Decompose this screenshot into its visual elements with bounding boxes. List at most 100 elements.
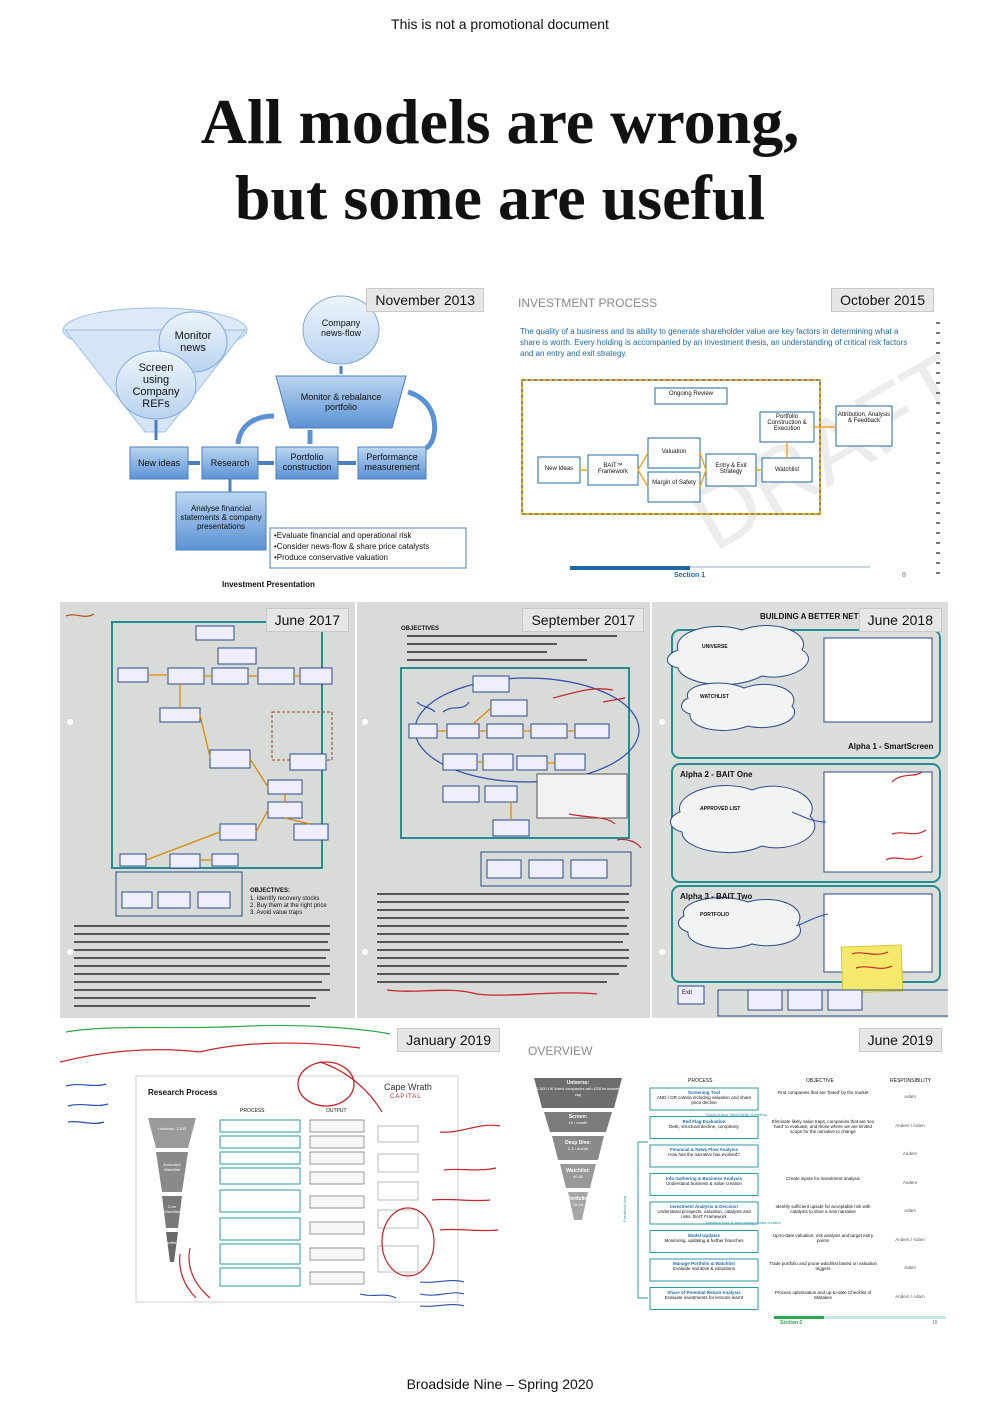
objectives-title: OBJECTIVES [401,626,440,632]
funnel-title: Deep Dive: [565,1140,591,1146]
date-tag: November 2013 [366,288,484,312]
overview-heading: OVERVIEW [528,1044,593,1058]
nov-2013-diagram [62,295,467,569]
attribution-box: Attribution, Analysis & Feedback [837,412,891,424]
process-box [649,1144,759,1168]
process-title: Screening Tool [687,1090,721,1095]
entry-exit-box: Entry & Exit Strategy [715,463,747,475]
process-detail: Debt, structural decline, complexity [669,1123,739,1129]
company-news-node: Company news-flow [320,318,361,338]
funnel-title: Portfolio: [566,1196,590,1202]
jan-2019-diagram [60,1024,501,1307]
alpha-2-label: Alpha 2 - BAIT One [680,770,753,779]
research-node: Research [210,458,250,468]
funnel-sub: 1,500 UK listed companies with £250m mar… [536,1086,620,1097]
objectives-list: 1. Identify recovery stocks 2. Buy them … [250,896,350,917]
funnel-title: Watchlist: [566,1168,590,1174]
funnel-core: Core Watchlist [163,1204,181,1214]
monitor-news-node: Monitor news [174,330,212,354]
objective-item: 3. Avoid value traps [250,910,303,916]
process-detail: Understand business & value creation [666,1180,742,1186]
funnel-title: Screen: [568,1114,588,1120]
oct-2015-heading: INVESTMENT PROCESS [518,296,658,310]
section-label: Section 1 [674,572,706,579]
screen-node: Screen using Company REFs [132,362,180,410]
process-detail: Understand prospects, valuation, catalys… [657,1209,751,1219]
objective-cell: Create inputs for investment analysis [786,1175,860,1181]
page-number: 8 [902,572,906,579]
process-detail: AND / OR criteria including valuation an… [656,1095,752,1105]
bullet: •Consider news-flow & share price cataly… [274,542,430,551]
panel-jun-2018: BUILDING A BETTER NET UNIVERSE WATCHLIST… [652,602,948,1018]
panel-nov-2013: Monitor news Screen using Company REFs C… [60,282,490,600]
process-title: Share of Potential Return Analysis [667,1289,741,1295]
new-ideas-node: New ideas [137,458,181,468]
responsibility-cell: Anders / Adam [895,1122,925,1128]
process-detail: Evaluate investments for lessons learnt [664,1294,744,1300]
jun-2017-diagram [65,613,333,1007]
panel-jun-2019: OVERVIEW PROCESS OBJECTIVE RESPONSIBILIT… [510,1022,948,1336]
alpha-3-label: Alpha 3 - BAIT Two [680,892,753,901]
date-tag: September 2017 [522,608,644,632]
process-title: Red Flag Evaluation [682,1118,726,1124]
process-box [649,1116,759,1139]
process-detail: Monitoring, updating & further branches [664,1237,744,1243]
research-process-title: Research Process [148,1088,218,1097]
funnel-sub: 2-3 / month [567,1146,589,1151]
objective-column: OBJECTIVE [806,1078,834,1084]
portfolio-box: Portfolio Construction & Execution [767,414,807,432]
date-tag: June 2019 [858,1028,942,1052]
responsibility-cell: Adam [904,1208,916,1213]
monitor-rebalance-node: Monitor & rebalance portfolio [300,392,382,412]
funnel-extended: Extended Watchlist [163,1162,181,1172]
bait-box: BAIT™ Framework [597,463,628,475]
approved-list-label: APPROVED LIST [700,806,741,812]
watchlist-box: Watchlist [774,467,800,473]
exit-box: Exit [682,990,693,996]
risk-bullets: •Evaluate financial and operational risk… [274,530,466,563]
funnel-stage: Universe:1,500 UK listed companies with … [536,1080,620,1098]
process-column: PROCESS [240,1108,265,1114]
watchlist-label: WATCHLIST [700,694,729,700]
process-detail: Evaluate narrative & valuations [672,1266,736,1271]
panel-oct-2015: DRAFT INVESTMENT PROCESS The quality of … [510,282,940,600]
objective-cell: Process optimisation and up-to-date Chec… [774,1289,872,1300]
objective-cell: Up-to-date valuation, risk analysis and … [772,1232,874,1243]
process-detail: How has the narrative has evolved? [668,1152,740,1157]
alpha-1-label: Alpha 1 - SmartScreen [848,742,934,751]
responsibility-cell: Adam [904,1265,916,1270]
footer: Broadside Nine – Spring 2020 [406,1376,594,1392]
process-box [649,1258,759,1282]
funnel-universe: Universe: 1,500 [157,1126,186,1131]
sep-2017-diagram [362,615,642,996]
date-tag: June 2018 [858,608,942,632]
bullet: •Produce conservative valuation [274,553,388,562]
process-title: Financial & News Flow Analysis [669,1147,739,1152]
responsibility-cell: Anders / Adam [895,1293,925,1299]
process-box [649,1230,759,1253]
caption: Investment Presentation [222,580,315,589]
oct-2015-diagram: DRAFT [521,322,940,582]
initiation-note: Initiation note & forecasting model crea… [706,1220,781,1225]
process-box [649,1087,759,1111]
funnel-sub: 40-60 [572,1174,584,1179]
funnel-title: Universe: [566,1080,590,1086]
headline: All models are wrong, but some are usefu… [0,84,1000,236]
svg-text:DRAFT: DRAFT [674,334,940,571]
process-box [649,1173,759,1196]
margin-box: Margin of Safety [652,480,696,486]
date-tag: June 2017 [265,608,349,632]
cape-wrath-logo-text: Cape Wrath [384,1082,432,1092]
process-title: Manage Portfolio & Watchlist [672,1261,736,1266]
process-box [649,1287,759,1310]
page-number: 15 [932,1320,938,1326]
responsibility-column: RESPONSIBILITY [890,1078,932,1084]
headline-line-2: but some are useful [234,162,766,233]
section-label: Section 2 [780,1320,803,1326]
process-box [649,1201,759,1225]
workflow-note: Stock enters 'New Ideas' Workflow [706,1112,768,1117]
